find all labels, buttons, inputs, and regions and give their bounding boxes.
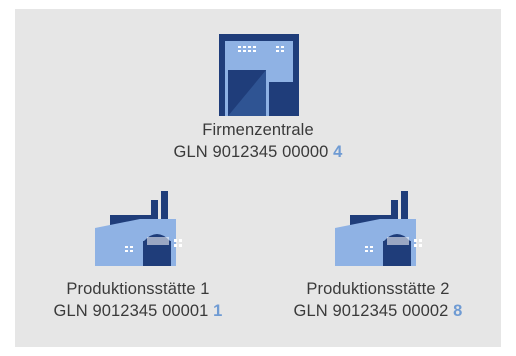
gln-prefix: GLN 9012345 00000 <box>173 143 329 161</box>
check-digit: 4 <box>333 143 343 161</box>
check-digit: 1 <box>213 302 223 320</box>
headquarters-title: Firmenzentrale <box>202 121 314 139</box>
headquarters-node: Firmenzentrale GLN 9012345 00000 4 <box>143 29 373 163</box>
headquarters-gln: GLN 9012345 00000 4 <box>143 141 373 163</box>
factory-icon <box>95 191 182 266</box>
gln-prefix: GLN 9012345 00001 <box>53 302 209 320</box>
check-digit: 8 <box>453 302 463 320</box>
office-building-icon <box>219 34 299 116</box>
production-site-2-gln: GLN 9012345 00002 8 <box>263 300 493 322</box>
production-site-1-title: Produktionsstätte 1 <box>66 280 210 298</box>
production-site-2-title: Produktionsstätte 2 <box>306 280 450 298</box>
factory-icon <box>335 191 422 266</box>
production-site-2-node: Produktionsstätte 2 GLN 9012345 00002 8 <box>263 191 493 322</box>
production-site-1-node: Produktionsstätte 1 GLN 9012345 00001 1 <box>23 191 253 322</box>
production-site-1-gln: GLN 9012345 00001 1 <box>23 300 253 322</box>
gln-prefix: GLN 9012345 00002 <box>293 302 449 320</box>
